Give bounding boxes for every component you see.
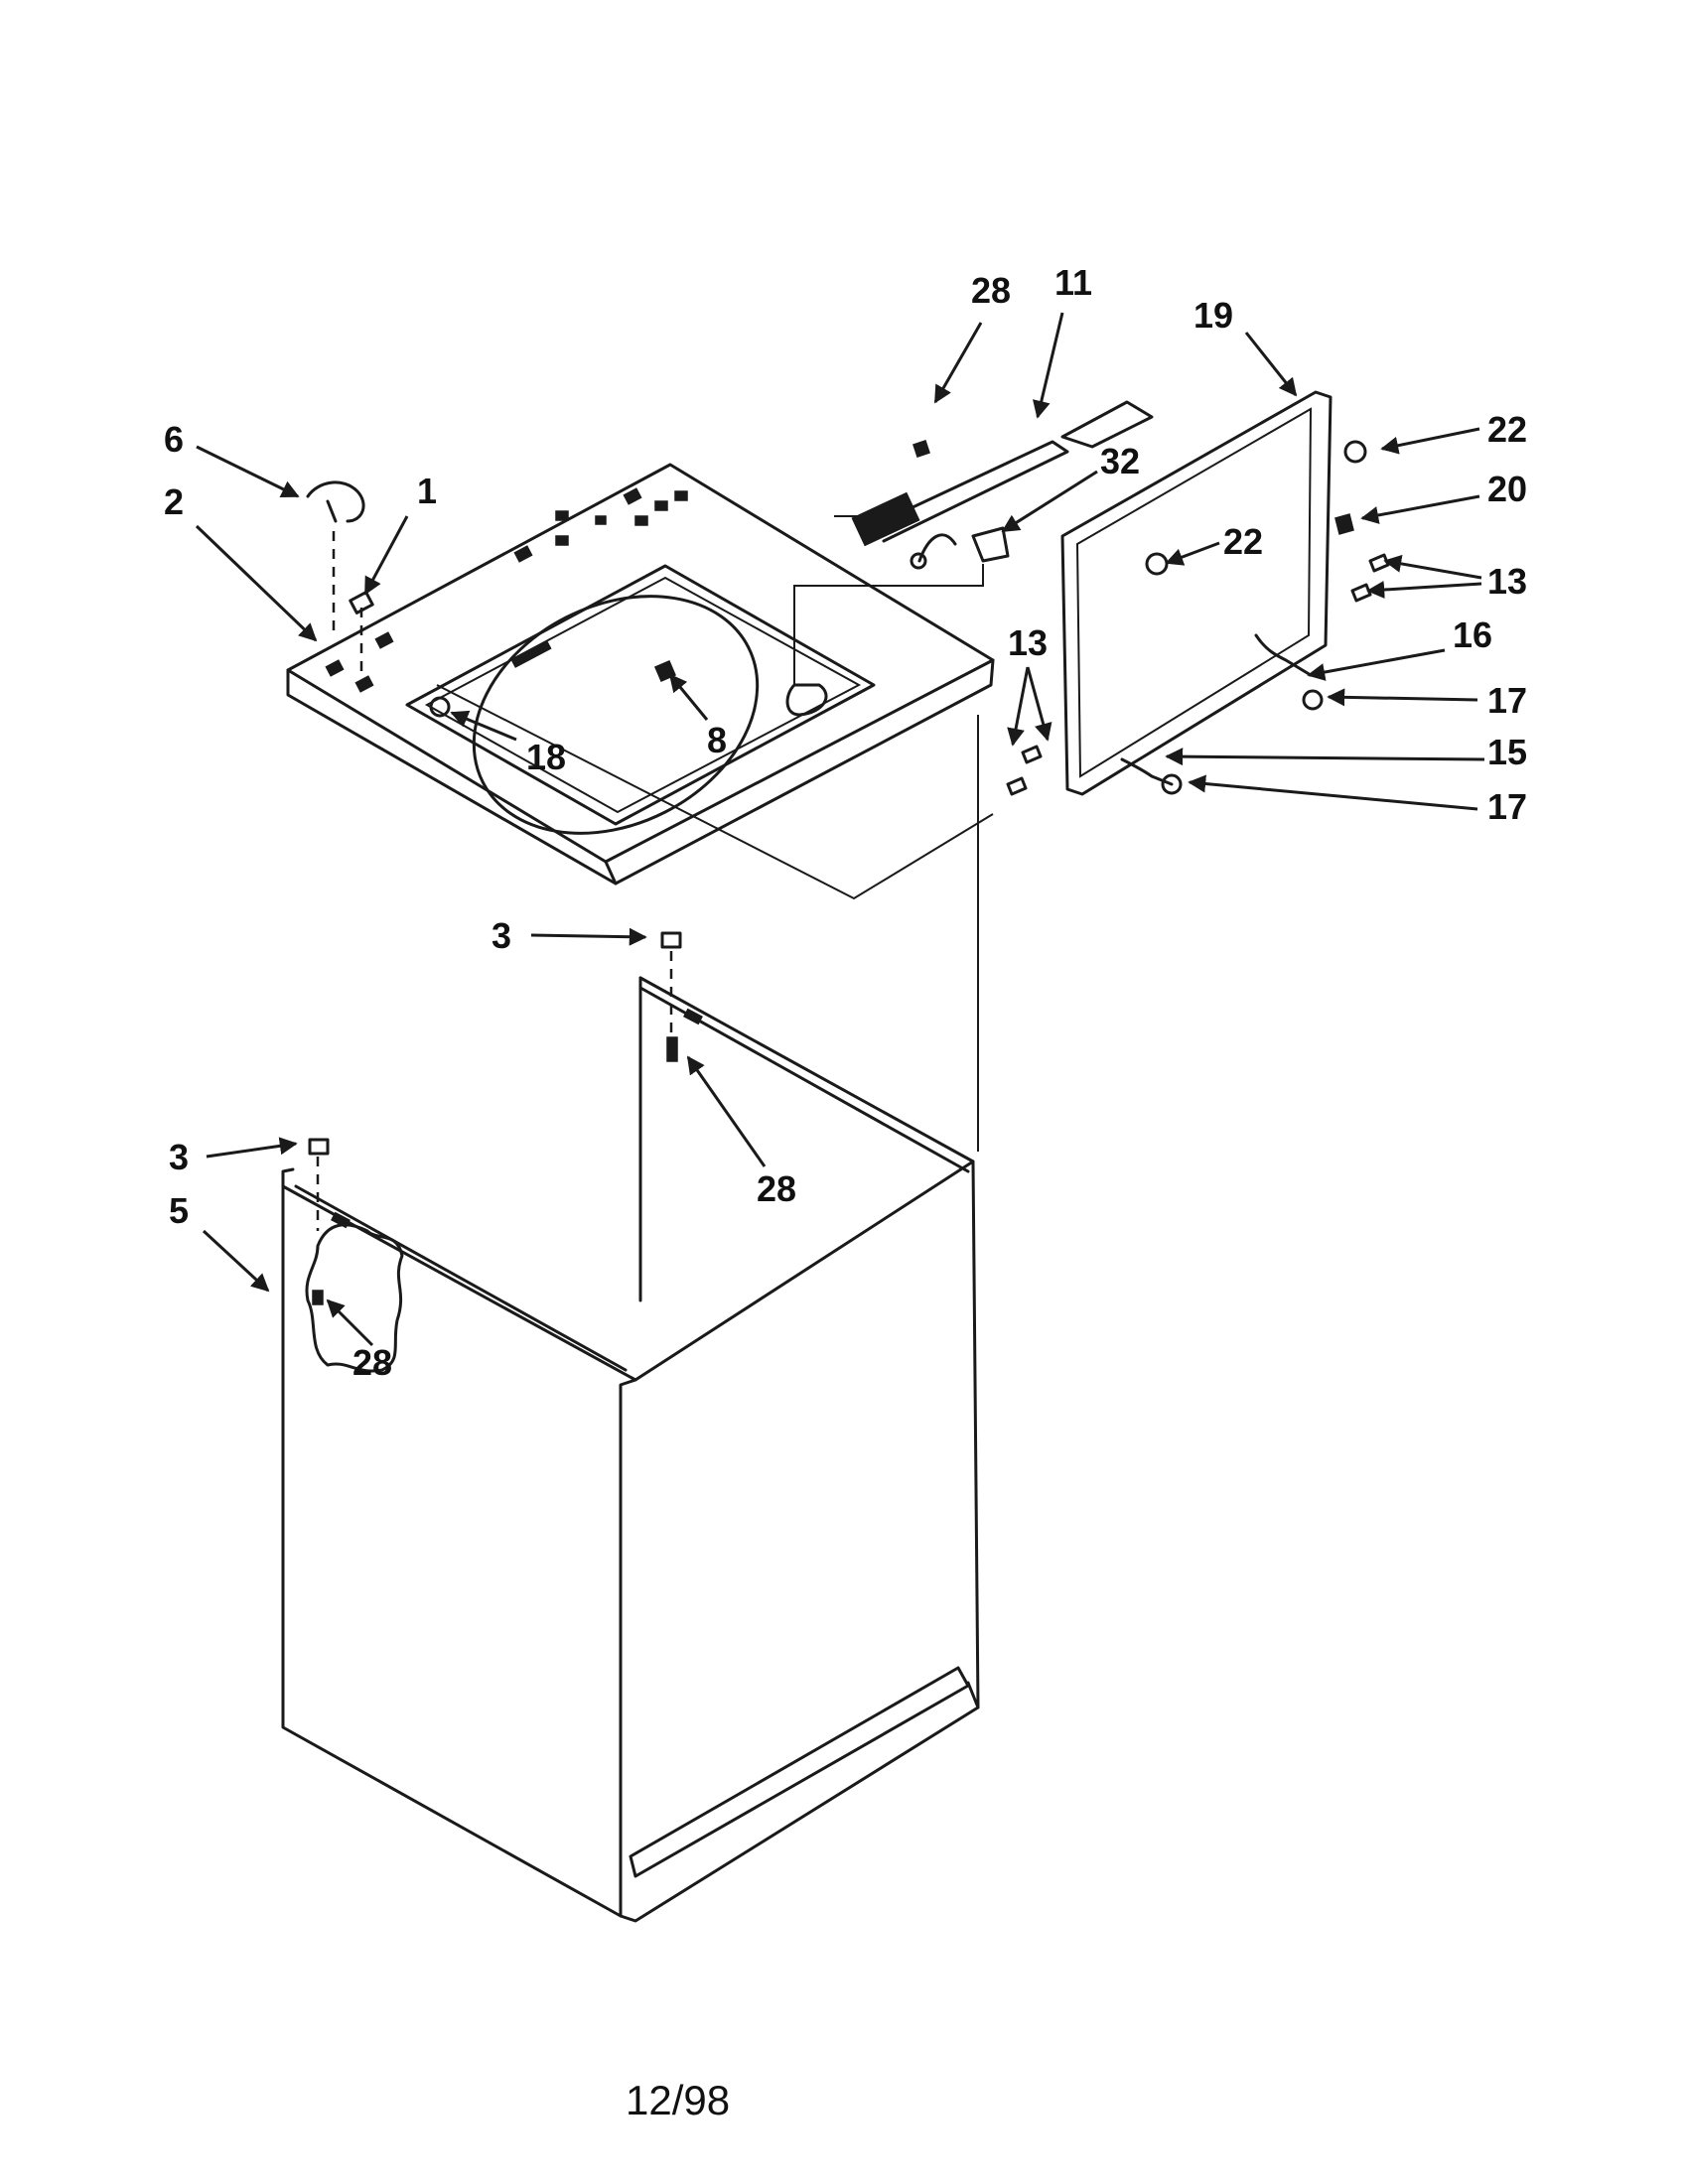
callout-28-middle: 28 <box>757 1168 796 1209</box>
wire-harness-part <box>851 400 1154 570</box>
callout-17-lower: 17 <box>1487 786 1527 827</box>
callout-11: 11 <box>1054 262 1092 303</box>
callout-2: 2 <box>164 481 184 522</box>
callout-8: 8 <box>707 720 727 760</box>
callout-6: 6 <box>164 419 184 460</box>
callout-3-lower: 3 <box>169 1137 189 1177</box>
callout-16: 16 <box>1453 614 1492 655</box>
top-cover-part <box>286 463 995 886</box>
callout-13-left: 13 <box>1008 622 1048 663</box>
callout-20: 20 <box>1487 469 1527 509</box>
callout-28-lower: 28 <box>352 1342 392 1383</box>
callout-28-top: 28 <box>971 270 1011 311</box>
callout-19: 19 <box>1193 295 1233 336</box>
footer-date: 12/98 <box>626 2077 730 2123</box>
callout-22-center: 22 <box>1223 521 1263 562</box>
callout-3-upper: 3 <box>491 915 511 956</box>
fasteners <box>306 480 682 1156</box>
callout-18: 18 <box>526 737 566 777</box>
callout-32: 32 <box>1100 441 1140 481</box>
assembly-lines <box>316 515 994 1231</box>
cabinet-part <box>281 976 980 1923</box>
control-panel-frame-part <box>1006 390 1390 796</box>
callout-17-upper: 17 <box>1487 680 1527 721</box>
callout-1: 1 <box>417 471 437 511</box>
callout-13-right: 13 <box>1487 561 1527 602</box>
callout-leaders <box>195 312 1485 1347</box>
callout-labels: 28 11 19 22 20 6 1 2 32 22 13 13 16 8 18… <box>164 262 1527 1383</box>
callout-15: 15 <box>1487 732 1527 772</box>
callout-5: 5 <box>169 1190 189 1231</box>
callout-22-right: 22 <box>1487 409 1527 450</box>
